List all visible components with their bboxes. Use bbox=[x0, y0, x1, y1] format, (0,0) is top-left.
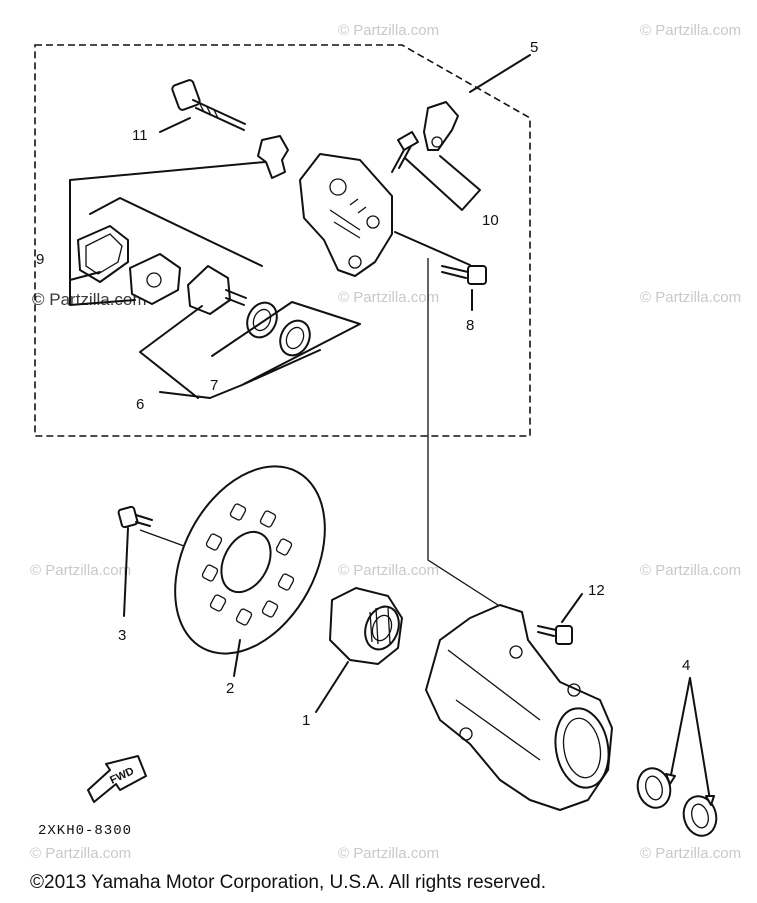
callout-11: 11 bbox=[132, 127, 148, 144]
carrier-bolt bbox=[537, 625, 573, 645]
watermark: © Partzilla.com bbox=[338, 562, 439, 579]
caliper-piston bbox=[187, 265, 247, 315]
leader-line-11 bbox=[159, 117, 191, 133]
callout-12: 12 bbox=[588, 582, 605, 599]
leader-line-3 bbox=[123, 527, 129, 617]
leader-line-4 bbox=[669, 677, 711, 801]
arrowheads-4 bbox=[665, 773, 715, 806]
watermark: © Partzilla.com bbox=[338, 289, 439, 306]
caliper-body bbox=[299, 153, 393, 277]
watermark: © Partzilla.com bbox=[30, 845, 131, 862]
pad-clip bbox=[257, 135, 289, 179]
leader-line-12 bbox=[561, 593, 583, 623]
watermark: © Partzilla.com bbox=[640, 289, 741, 306]
hub-nuts bbox=[636, 767, 718, 837]
diagram-code: 2XKH0-8300 bbox=[38, 823, 132, 839]
hub-carrier bbox=[425, 604, 613, 811]
callout-numbers: 5 11 10 9 8 7 6 3 12 4 2 1 bbox=[36, 39, 690, 729]
leader-line-10 bbox=[404, 155, 481, 211]
leader-line-6 bbox=[139, 305, 211, 399]
watermark: © Partzilla.com bbox=[338, 845, 439, 862]
brake-disc bbox=[174, 465, 326, 655]
forward-arrow-icon: FWD bbox=[87, 755, 147, 803]
caliper-bolt bbox=[171, 79, 246, 131]
callout-6: 6 bbox=[136, 396, 144, 413]
copyright-notice: ©2013 Yamaha Motor Corporation, U.S.A. A… bbox=[30, 872, 546, 893]
leader-line-7 bbox=[209, 301, 361, 399]
bleed-screw bbox=[391, 101, 459, 173]
leader-line-2 bbox=[233, 639, 241, 677]
piston-seals bbox=[246, 301, 311, 357]
leader-line-9 bbox=[69, 161, 266, 306]
watermark-main: © Partzilla.com bbox=[32, 290, 147, 309]
leader-line-3b bbox=[139, 529, 185, 547]
callout-1: 1 bbox=[302, 712, 310, 729]
caliper-mount-bolt bbox=[441, 265, 487, 285]
brake-pads bbox=[77, 225, 181, 305]
watermark: © Partzilla.com bbox=[640, 562, 741, 579]
callout-5: 5 bbox=[530, 39, 538, 56]
watermark: © Partzilla.com bbox=[338, 22, 439, 39]
caliper-assembly-boundary bbox=[34, 44, 531, 437]
callout-8: 8 bbox=[466, 317, 474, 334]
watermark: © Partzilla.com bbox=[30, 562, 131, 579]
leader-line-1 bbox=[315, 661, 349, 713]
disc-bolt bbox=[117, 505, 153, 529]
callout-2: 2 bbox=[226, 680, 234, 697]
watermark-layer: © Partzilla.com © Partzilla.com © Partzi… bbox=[30, 22, 741, 862]
leader-line-5 bbox=[469, 54, 531, 93]
watermark: © Partzilla.com bbox=[640, 22, 741, 39]
callout-9: 9 bbox=[36, 251, 44, 268]
callout-7: 7 bbox=[210, 377, 218, 394]
callout-3: 3 bbox=[118, 627, 126, 644]
leader-line-8b bbox=[394, 231, 471, 266]
assembly-leader bbox=[427, 258, 499, 606]
callout-4: 4 bbox=[682, 657, 690, 674]
callout-10: 10 bbox=[482, 212, 499, 229]
brake-hub bbox=[329, 587, 403, 665]
watermark: © Partzilla.com bbox=[640, 845, 741, 862]
